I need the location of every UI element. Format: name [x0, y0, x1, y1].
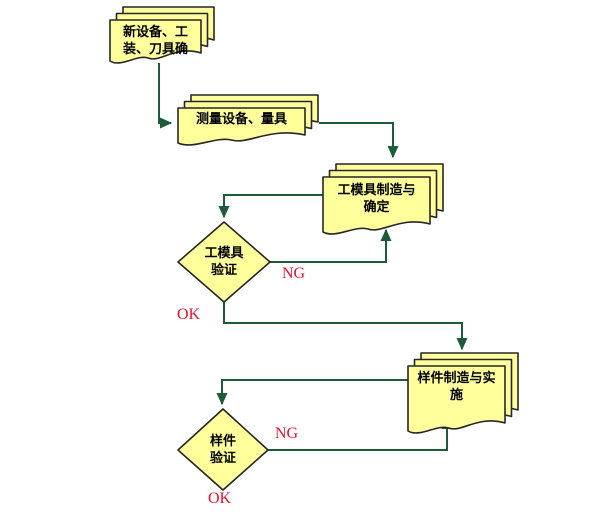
label-line: 样件制造与实 — [417, 371, 496, 386]
label-line: 装、刀具确 — [122, 42, 188, 57]
edge-label-sample-ng: NG — [275, 425, 299, 442]
label-line: 样件 — [209, 434, 236, 449]
label-line: 工模具制造与 — [337, 183, 416, 198]
flow-node-sample-make-label: 样件制造与实 施 — [408, 370, 505, 404]
connector-sample-verify-ng-back-to-sample-make — [268, 416, 453, 451]
flow-node-tooling-verify-label: 工模具 验证 — [178, 245, 270, 279]
label-line: 施 — [449, 388, 463, 403]
edge-label-tooling-ok: OK — [177, 306, 201, 323]
edge-label-sample-ok: OK — [208, 490, 232, 507]
flow-node-new-equipment-shape — [109, 6, 215, 64]
flow-node-sample-make-shape — [407, 352, 519, 434]
flow-node-tooling-make-shape — [322, 163, 444, 235]
label-line: 新设备、工 — [122, 25, 188, 40]
flow-node-tooling-make-label: 工模具制造与 确定 — [323, 182, 430, 216]
flow-node-measuring-label: 测量设备、量具 — [178, 111, 305, 128]
connector-sample-make-to-sample-verify — [216, 379, 408, 406]
flow-node-tooling-verify-shape — [177, 221, 271, 303]
connector-tooling-verify-ok-to-sample-make — [223, 302, 468, 351]
flow-node-sample-verify-shape — [177, 408, 269, 491]
connector-new-equipment-to-measuring — [158, 63, 173, 129]
flow-node-new-equipment-label: 新设备、工 装、刀具确 — [110, 24, 201, 58]
connector-tooling-make-to-tooling-verify — [218, 194, 323, 219]
label-line: 确定 — [363, 200, 390, 215]
flow-node-sample-verify-label: 样件 验证 — [178, 433, 268, 467]
edge-label-tooling-ng: NG — [282, 265, 306, 282]
flow-node-measuring-shape — [177, 94, 319, 146]
connector-tooling-verify-ng-back-to-tooling-make — [270, 228, 392, 263]
label-line: 验证 — [210, 263, 237, 278]
label-line: 工模具 — [204, 246, 244, 261]
label-line: 验证 — [209, 451, 236, 466]
label-line: 测量设备、量具 — [195, 112, 287, 127]
connector-measuring-to-tooling-make — [319, 122, 399, 159]
